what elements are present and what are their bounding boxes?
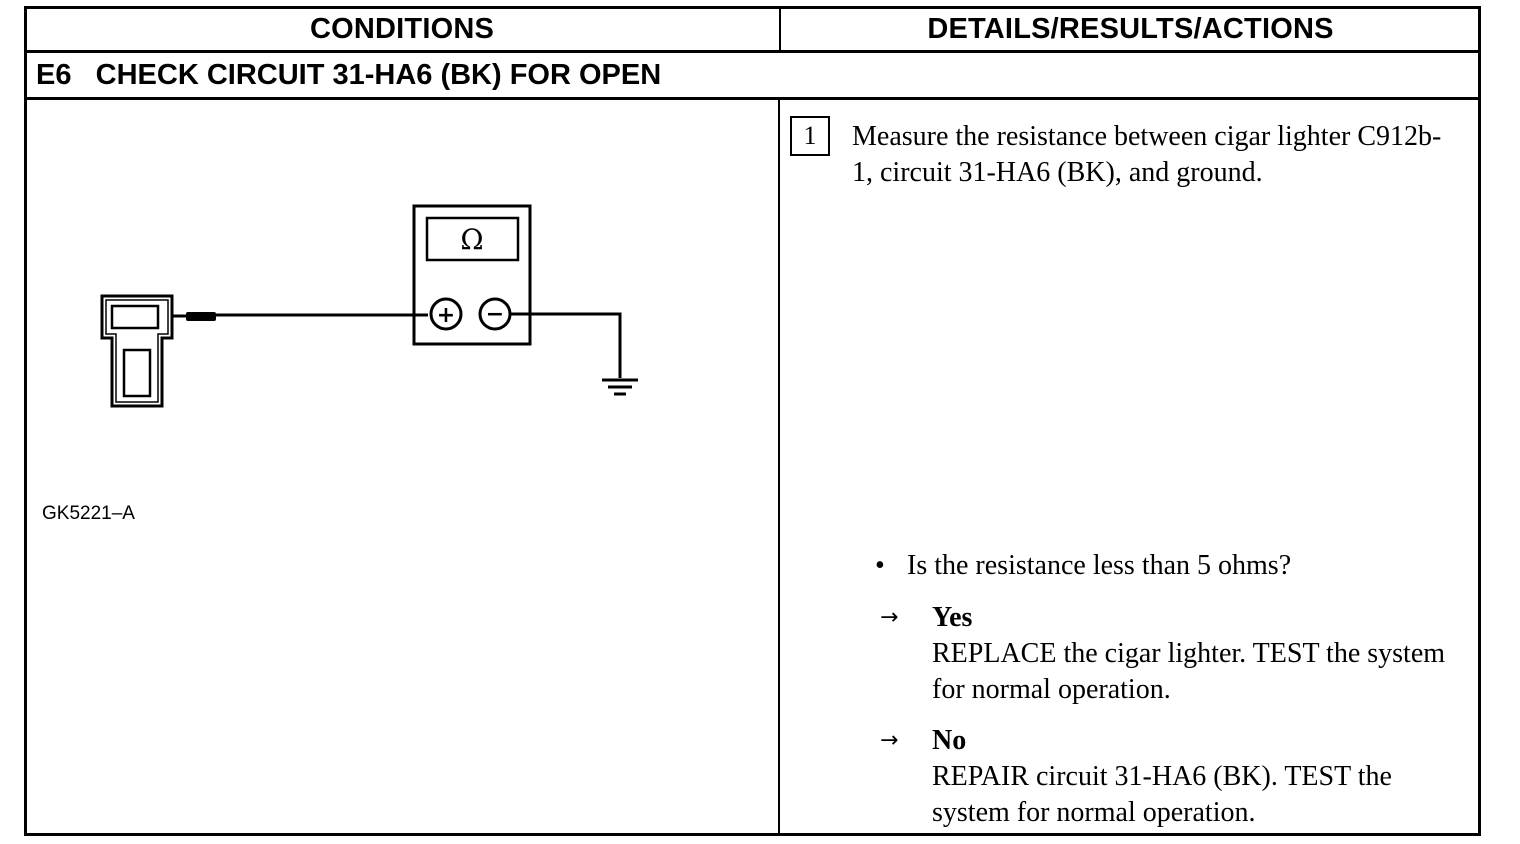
figure-id: GK5221–A xyxy=(42,503,135,524)
step-text: Measure the resistance between cigar lig… xyxy=(852,121,1442,188)
table-header-row: CONDITIONS DETAILS/RESULTS/ACTIONS xyxy=(24,6,1481,52)
header-rule xyxy=(24,50,1481,53)
breakout-box-icon xyxy=(100,294,174,408)
ohmmeter-diagram: Ω + − xyxy=(100,204,638,408)
step-number: 1 xyxy=(790,116,830,156)
answer-yes-label: Yes xyxy=(932,602,973,633)
column-divider xyxy=(778,99,780,836)
ohm-symbol: Ω xyxy=(460,223,483,256)
ground-icon xyxy=(602,378,638,396)
question-text: Is the resistance less than 5 ohms? xyxy=(907,550,1292,581)
conditions-header: CONDITIONS xyxy=(309,12,495,45)
arrow-right-icon: → xyxy=(880,605,899,630)
positive-terminal-icon xyxy=(429,297,463,331)
details-header: DETAILS/RESULTS/ACTIONS xyxy=(927,12,1334,45)
negative-lead xyxy=(510,312,622,378)
question: • Is the resistance less than 5 ohms? xyxy=(875,548,1455,584)
section-rule xyxy=(24,97,1481,100)
negative-symbol: − xyxy=(486,302,504,327)
test-probe-icon xyxy=(172,312,216,321)
arrow-right-icon: → xyxy=(880,728,899,753)
bullet-icon: • xyxy=(875,550,885,581)
header-divider xyxy=(779,6,781,52)
table-frame xyxy=(24,6,1481,836)
section-title: E6 CHECK CIRCUIT 31-HA6 (BK) FOR OPEN xyxy=(36,58,662,91)
answer-no-text: REPAIR circuit 31-HA6 (BK). TEST the sys… xyxy=(932,761,1392,828)
positive-symbol: + xyxy=(437,303,455,328)
answer-no-label: No xyxy=(932,725,967,756)
ohmmeter-icon: Ω + − xyxy=(412,204,532,346)
answer-yes-text: REPLACE the cigar lighter. TEST the syst… xyxy=(932,638,1446,705)
